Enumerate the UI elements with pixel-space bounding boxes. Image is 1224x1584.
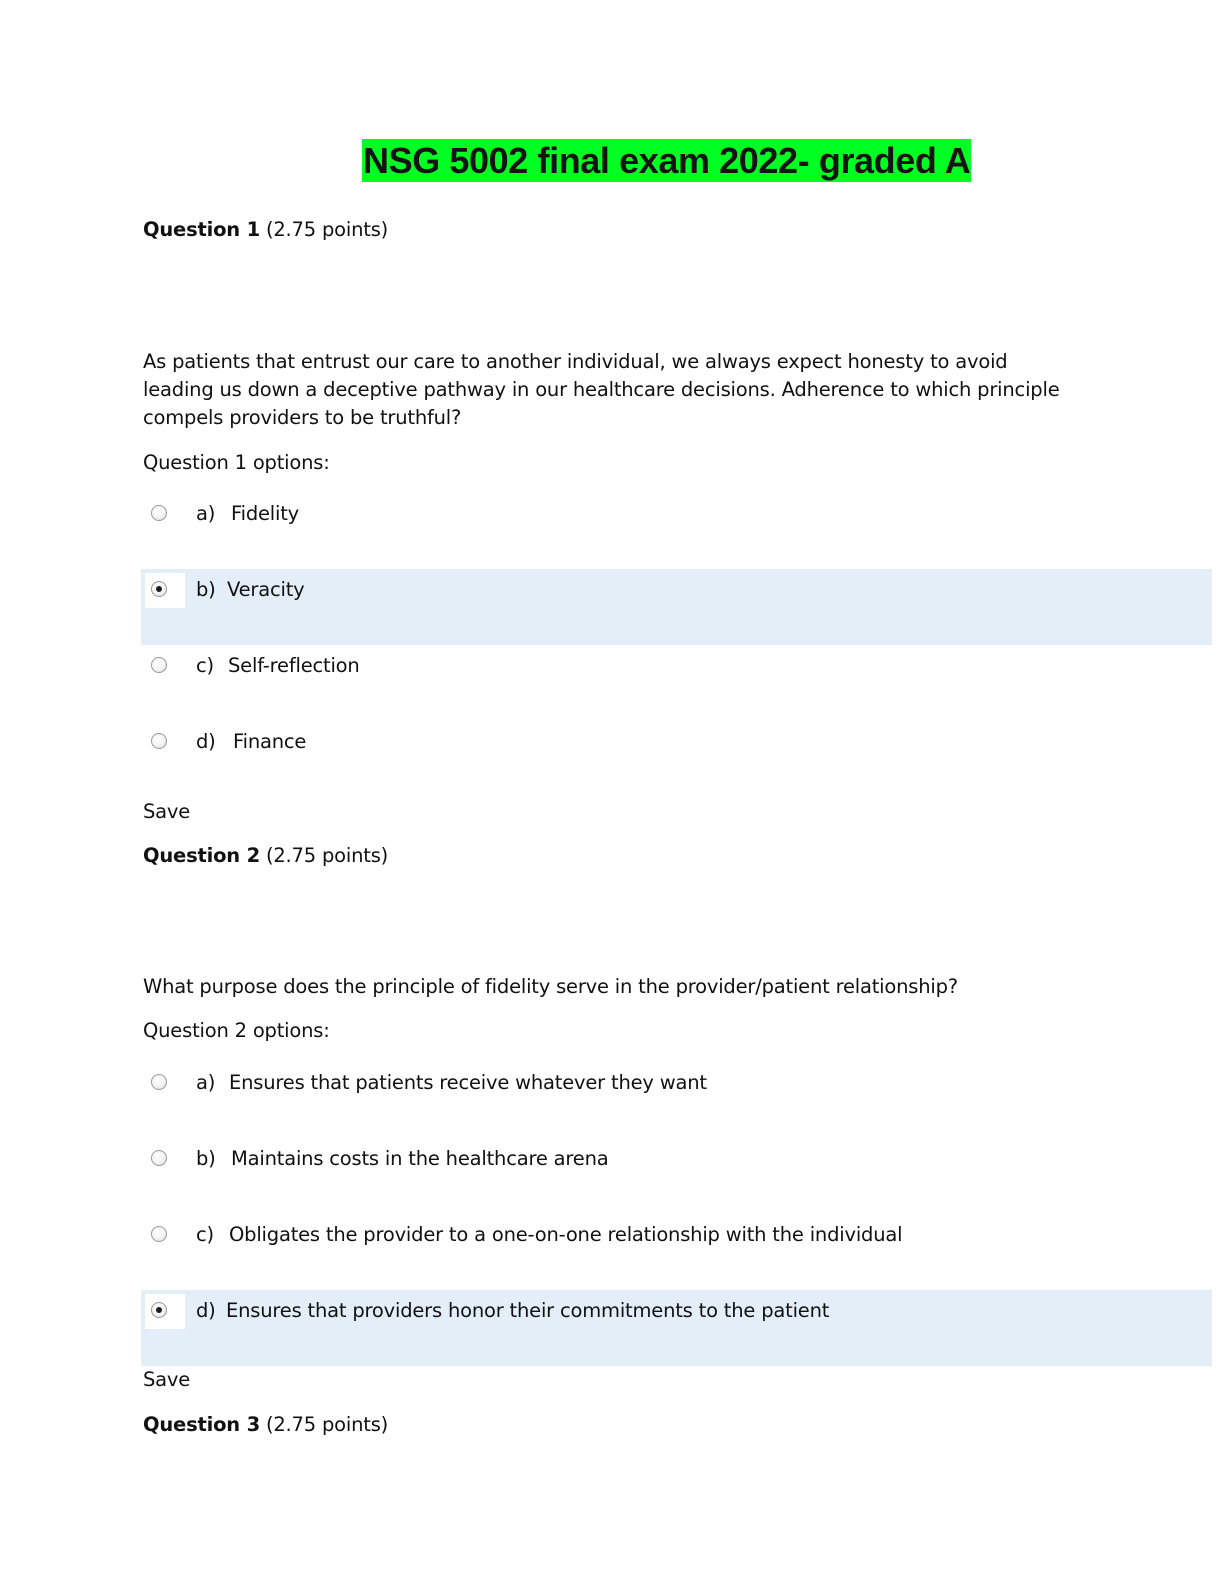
radio-container <box>145 1294 185 1329</box>
question-2-options-label: Question 2 options: <box>143 1019 330 1042</box>
option-text: Maintains costs in the healthcare arena <box>231 1147 609 1170</box>
option-text: Ensures that providers honor their commi… <box>226 1299 830 1322</box>
radio-container <box>145 1218 185 1253</box>
radio-container <box>145 573 185 608</box>
question-2-option-c[interactable]: c) Obligates the provider to a one-on-on… <box>141 1214 1212 1290</box>
question-1-option-b[interactable]: b) Veracity <box>141 569 1212 645</box>
question-1-header: Question 1 (2.75 points) <box>143 216 388 244</box>
question-2-option-b[interactable]: b) Maintains costs in the healthcare are… <box>141 1138 1212 1214</box>
radio-button[interactable] <box>151 657 167 673</box>
question-1-points: (2.75 points) <box>265 218 389 241</box>
question-2-save-button[interactable]: Save <box>143 1368 191 1391</box>
question-1-option-a[interactable]: a) Fidelity <box>141 493 1212 569</box>
question-2-label: Question 2 <box>143 844 260 867</box>
question-3-header: Question 3 (2.75 points) <box>143 1411 388 1439</box>
radio-container <box>145 497 185 532</box>
option-letter: b) <box>196 578 216 601</box>
question-2-points: (2.75 points) <box>265 844 389 867</box>
question-2-header: Question 2 (2.75 points) <box>143 842 388 870</box>
question-2-prompt: What purpose does the principle of fidel… <box>143 975 958 998</box>
radio-dot-icon <box>156 1307 162 1313</box>
radio-container <box>145 725 185 760</box>
radio-button[interactable] <box>151 581 167 597</box>
radio-dot-icon <box>156 586 162 592</box>
option-letter: a) <box>196 1071 216 1094</box>
question-1-prompt: As patients that entrust our care to ano… <box>143 350 1060 429</box>
option-letter: d) <box>196 1299 216 1322</box>
question-3-label: Question 3 <box>143 1413 260 1436</box>
radio-container <box>145 649 185 684</box>
radio-button[interactable] <box>151 505 167 521</box>
option-text: Finance <box>233 730 307 753</box>
question-3-points: (2.75 points) <box>265 1413 389 1436</box>
question-2-option-d[interactable]: d) Ensures that providers honor their co… <box>141 1290 1212 1366</box>
option-letter: c) <box>196 654 214 677</box>
option-text: Self-reflection <box>228 654 360 677</box>
radio-container <box>145 1066 185 1101</box>
question-1-options-label: Question 1 options: <box>143 451 330 474</box>
radio-button[interactable] <box>151 1074 167 1090</box>
option-letter: b) <box>196 1147 216 1170</box>
option-text: Fidelity <box>231 502 300 525</box>
radio-container <box>145 1142 185 1177</box>
question-1-save-button[interactable]: Save <box>143 800 191 823</box>
question-1-label: Question 1 <box>143 218 260 241</box>
question-1-option-c[interactable]: c) Self-reflection <box>141 645 1212 721</box>
radio-button[interactable] <box>151 1302 167 1318</box>
document-title: NSG 5002 final exam 2022- graded A <box>362 139 972 182</box>
option-letter: c) <box>196 1223 214 1246</box>
radio-button[interactable] <box>151 1226 167 1242</box>
option-text: Veracity <box>227 578 305 601</box>
option-text: Ensures that patients receive whatever t… <box>229 1071 707 1094</box>
question-2-option-a[interactable]: a) Ensures that patients receive whateve… <box>141 1062 1212 1138</box>
option-letter: d) <box>196 730 216 753</box>
radio-button[interactable] <box>151 1150 167 1166</box>
question-1-option-d[interactable]: d) Finance <box>141 721 1212 797</box>
option-letter: a) <box>196 502 216 525</box>
radio-button[interactable] <box>151 733 167 749</box>
option-text: Obligates the provider to a one-on-one r… <box>229 1223 903 1246</box>
